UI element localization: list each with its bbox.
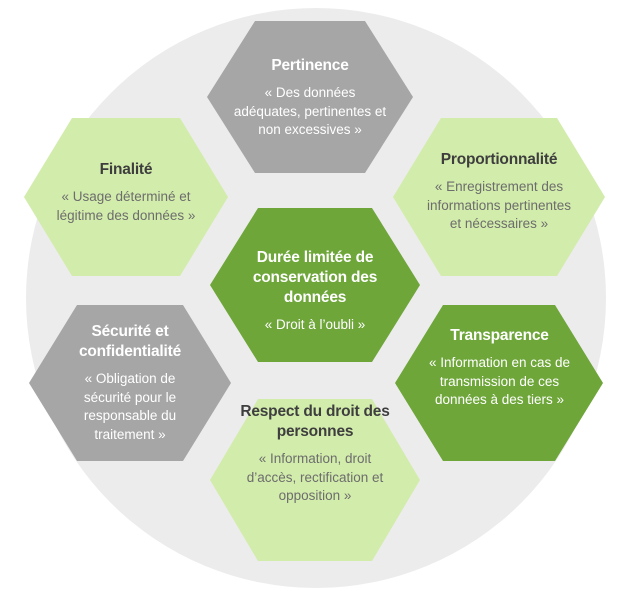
hex-shape-duree bbox=[210, 208, 420, 362]
hex-title-respect: Respect du droit des personnes bbox=[240, 403, 390, 440]
hex-desc-finalite: « Usage déterminé et légitime des donnée… bbox=[56, 189, 196, 223]
hex-title-transparence: Transparence bbox=[450, 327, 549, 344]
hex-desc-respect: « Information, droit d’accès, rectificat… bbox=[246, 451, 384, 503]
hex-title-pertinence: Pertinence bbox=[271, 57, 349, 74]
hex-shape-proportionnalite bbox=[393, 118, 605, 276]
hex-desc-duree: « Droit à l’oubli » bbox=[264, 317, 366, 332]
hex-title-finalite: Finalité bbox=[99, 161, 153, 178]
hex-desc-pertinence: « Des données adéquates, pertinentes et … bbox=[233, 85, 387, 137]
hex-desc-transparence: « Information en cas de transmission de … bbox=[428, 355, 571, 407]
hex-shape-pertinence bbox=[207, 21, 413, 173]
hex-pertinence: Pertinence « Des données adéquates, pert… bbox=[232, 56, 388, 140]
hex-respect: Respect du droit des personnes « Informa… bbox=[240, 402, 390, 506]
hex-desc-proportionnalite: « Enregistrement des informations pertin… bbox=[426, 179, 572, 231]
hex-desc-securite: « Obligation de sécurité pour le respons… bbox=[83, 371, 177, 442]
hex-proportionnalite: Proportionnalité « Enregistrement des in… bbox=[424, 150, 574, 234]
hex-title-securite: Sécurité et confidentialité bbox=[78, 323, 182, 360]
hex-title-proportionnalite: Proportionnalité bbox=[440, 151, 558, 168]
hex-shape-securite bbox=[29, 305, 231, 461]
hex-finalite: Finalité « Usage déterminé et légitime d… bbox=[56, 160, 196, 225]
hex-transparence: Transparence « Information en cas de tra… bbox=[427, 326, 572, 410]
hex-shape-respect bbox=[210, 399, 420, 561]
hex-title-duree: Durée limitée de conservation des donnée… bbox=[252, 249, 378, 306]
hex-duree: Durée limitée de conservation des donnée… bbox=[240, 248, 390, 335]
hex-securite: Sécurité et confidentialité « Obligation… bbox=[60, 322, 200, 444]
hex-shape-transparence bbox=[395, 305, 603, 461]
hex-shape-finalite bbox=[24, 118, 228, 276]
